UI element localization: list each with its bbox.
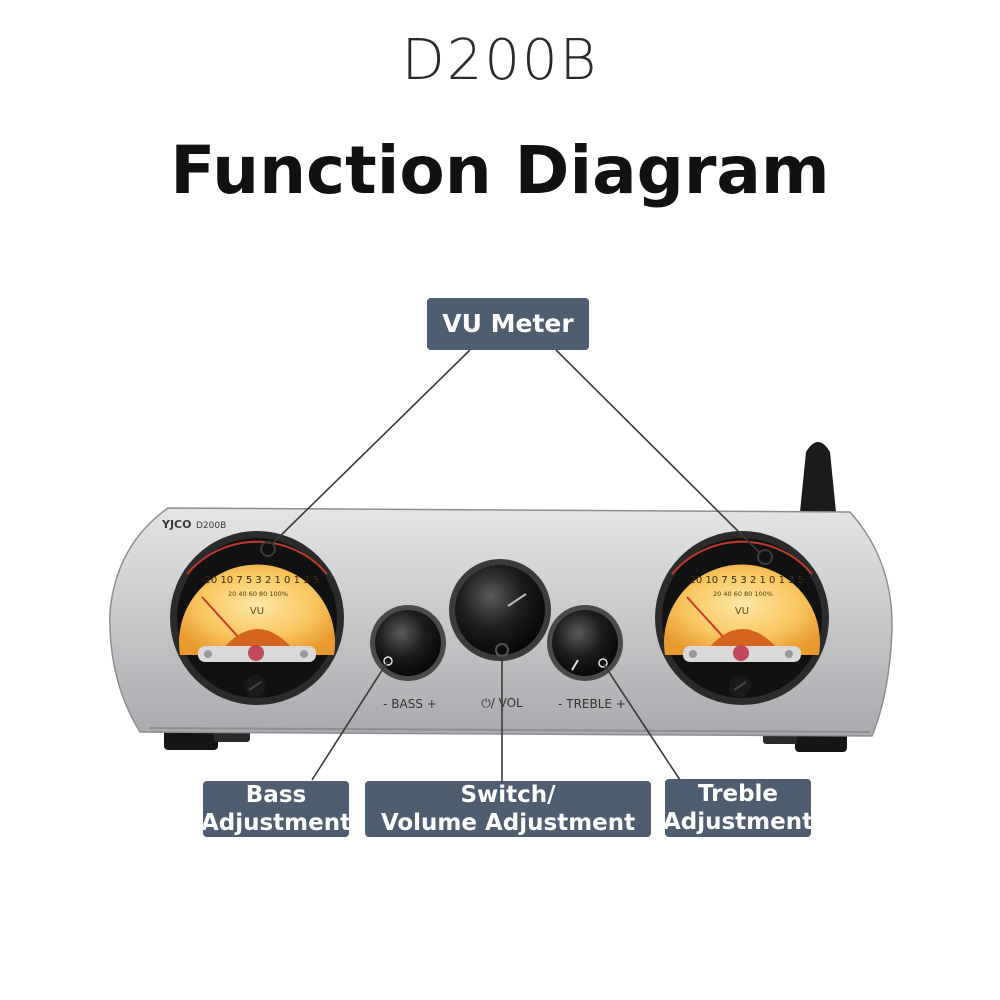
leader-lines <box>271 349 761 782</box>
vu-scale-percent-left: 20 40 60 80 100% <box>228 590 288 598</box>
vu-indicator-left <box>260 541 276 557</box>
page-title: Function Diagram <box>170 132 830 209</box>
switch-volume-callout-line1: Switch/ <box>460 782 556 808</box>
chassis-front-bevel <box>149 727 871 733</box>
treble-callout: Treble Adjustment <box>662 779 814 837</box>
switch-volume-callout-line2: Volume Adjustment <box>380 810 636 836</box>
bass-callout: Bass Adjustment <box>200 781 352 837</box>
treble-knob[interactable] <box>547 605 623 681</box>
switch-volume-callout: Switch/ Volume Adjustment <box>365 781 651 837</box>
model-badge: D200B <box>196 521 226 531</box>
leader-vu-right <box>555 349 761 554</box>
leader-vu-left <box>271 349 471 545</box>
vu-meter-right: VU -20 10 7 5 3 2 1 0 1 3 5 20 40 60 80 … <box>655 531 829 705</box>
leader-treble <box>602 662 681 781</box>
vu-scale-left: -20 10 7 5 3 2 1 0 1 3 5 <box>201 575 319 586</box>
vu-meter-left: VU -20 10 7 5 3 2 1 0 1 3 5 20 40 60 80 … <box>170 531 344 705</box>
vu-meter-callout-label: VU Meter <box>442 309 574 338</box>
vu-scale-right: -20 10 7 5 3 2 1 0 1 3 5 <box>686 575 804 586</box>
leader-bass <box>311 660 389 781</box>
bass-panel-label: - BASS + <box>383 697 437 711</box>
foot-left <box>164 728 218 750</box>
brand-logo: YJCO <box>161 518 191 531</box>
treble-callout-line2: Adjustment <box>662 809 814 835</box>
vu-scale-percent-right: 20 40 60 80 100% <box>713 590 773 598</box>
volume-knob[interactable] <box>449 559 551 661</box>
vu-label-left: VU <box>250 606 264 617</box>
vu-meter-callout: VU Meter <box>427 298 589 350</box>
bass-callout-line1: Bass <box>245 782 307 808</box>
bass-callout-line2: Adjustment <box>200 810 352 836</box>
treble-panel-label: - TREBLE + <box>558 697 626 711</box>
vu-label-right: VU <box>735 606 749 617</box>
vu-indicator-right <box>757 549 773 565</box>
treble-callout-line1: Treble <box>697 781 779 807</box>
model-heading: D200B <box>401 28 599 93</box>
antenna <box>800 442 836 512</box>
bass-knob[interactable] <box>370 605 446 681</box>
